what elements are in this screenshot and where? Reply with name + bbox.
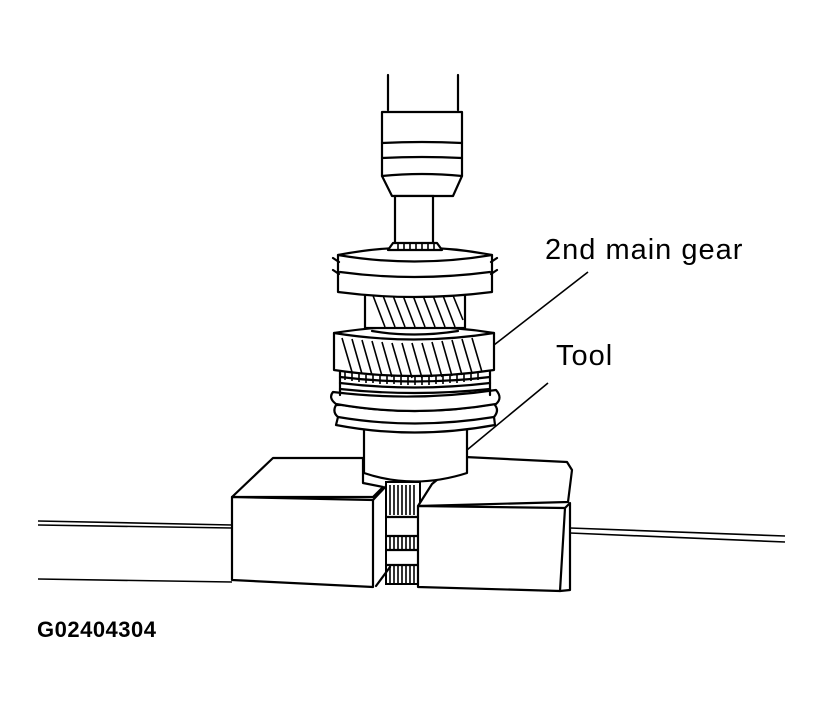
second-main-gear bbox=[332, 325, 496, 385]
figure-id: G02404304 bbox=[37, 617, 157, 642]
lower-hub-rings bbox=[329, 370, 501, 434]
callout-2nd-main-gear: 2nd main gear bbox=[545, 234, 744, 266]
callout-tool: Tool bbox=[556, 340, 614, 372]
press-ram bbox=[380, 73, 464, 252]
tool-leader-line bbox=[466, 382, 549, 451]
shaft-splines bbox=[374, 481, 422, 588]
tool-cylinder bbox=[362, 426, 469, 483]
upper-synchronizer-ring bbox=[331, 246, 499, 299]
gear-leader-line bbox=[493, 271, 589, 346]
press-bed-rails bbox=[37, 520, 786, 583]
left-press-block bbox=[230, 456, 390, 589]
